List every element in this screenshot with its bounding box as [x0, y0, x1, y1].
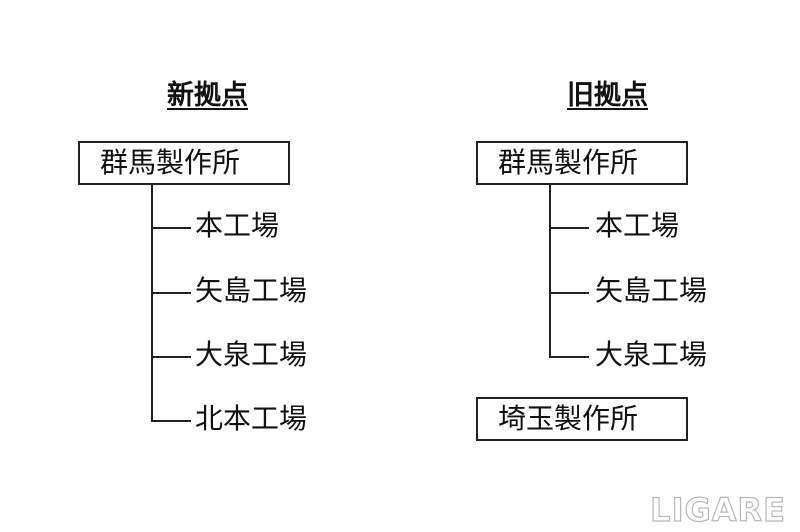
old-base-title: 旧拠点: [567, 80, 648, 111]
old-base-trunk-line: [549, 185, 551, 358]
new-base-parent-box: 群馬製作所: [78, 141, 290, 185]
old-base-child-2: 矢島工場: [595, 274, 708, 307]
new-base-branch-line-4: [151, 420, 191, 422]
new-base-trunk-line: [151, 185, 153, 422]
new-base-branch-line-2: [151, 292, 191, 294]
new-base-child-3: 大泉工場: [195, 338, 308, 371]
new-base-branch-line-3: [151, 356, 191, 358]
ligare-watermark: LIGARE: [650, 491, 786, 529]
old-base-child-3: 大泉工場: [595, 338, 708, 371]
new-base-child-1: 本工場: [195, 209, 280, 242]
new-base-title: 新拠点: [167, 80, 248, 111]
new-base-child-4: 北本工場: [195, 402, 308, 435]
new-base-branch-line-1: [151, 227, 191, 229]
old-base-other-box: 埼玉製作所: [476, 397, 688, 441]
old-base-branch-line-3: [549, 356, 589, 358]
old-base-child-1: 本工場: [595, 209, 680, 242]
old-base-branch-line-1: [549, 227, 589, 229]
new-base-child-2: 矢島工場: [195, 274, 308, 307]
old-base-parent-box: 群馬製作所: [476, 141, 688, 185]
old-base-branch-line-2: [549, 292, 589, 294]
